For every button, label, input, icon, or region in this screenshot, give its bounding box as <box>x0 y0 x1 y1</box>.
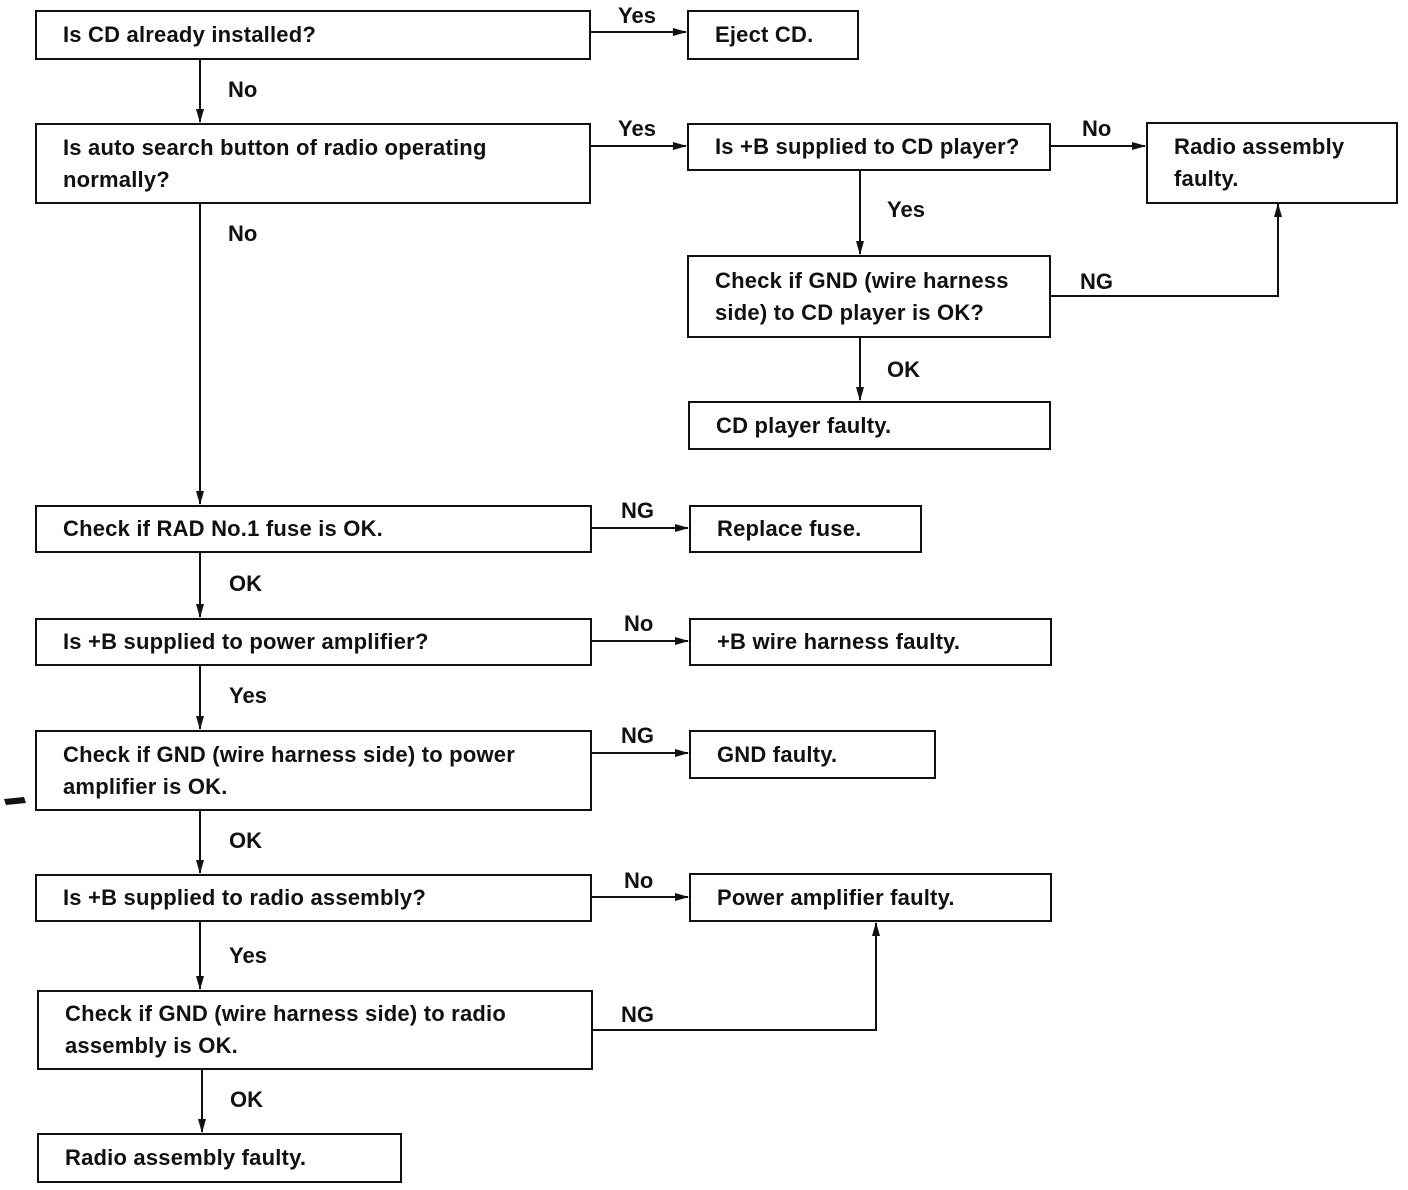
box-auto-search: Is auto search button of radio operating… <box>35 123 591 204</box>
label-b-cd-player-yes: Yes <box>887 197 925 222</box>
label-b-power-amp-no: No <box>624 611 654 636</box>
label-cd-installed-yes: Yes <box>618 3 656 28</box>
box-eject-cd: Eject CD. <box>687 10 859 60</box>
box-radio-faulty-top: Radio assembly faulty. <box>1146 122 1398 204</box>
box-b-harness-faulty: +B wire harness faulty. <box>689 618 1052 666</box>
label-fuse-ok: OK <box>229 571 262 596</box>
edge-gnd-cd-player-ng <box>1050 203 1282 297</box>
box-power-amp-faulty: Power amplifier faulty. <box>689 873 1052 922</box>
label-cd-installed-no: No <box>228 77 258 102</box>
edge-gnd-radio-ng <box>591 922 880 1031</box>
label-gnd-cd-player-ok: OK <box>887 357 920 382</box>
box-gnd-cd-player: Check if GND (wire harness side) to CD p… <box>687 255 1051 338</box>
box-fuse: Check if RAD No.1 fuse is OK. <box>35 505 592 553</box>
box-replace-fuse: Replace fuse. <box>689 505 922 553</box>
label-gnd-radio-ng: NG <box>621 1002 654 1027</box>
box-gnd-power-amp: Check if GND (wire harness side) to powe… <box>35 730 592 811</box>
box-cd-player-faulty: CD player faulty. <box>688 401 1051 450</box>
scan-mark <box>4 797 26 805</box>
label-gnd-radio-ok: OK <box>230 1087 263 1112</box>
box-b-cd-player: Is +B supplied to CD player? <box>687 123 1051 171</box>
label-b-cd-player-no: No <box>1082 116 1112 141</box>
box-b-power-amp: Is +B supplied to power amplifier? <box>35 618 592 666</box>
label-b-power-amp-yes: Yes <box>229 683 267 708</box>
box-gnd-faulty: GND faulty. <box>689 730 936 779</box>
box-gnd-radio: Check if GND (wire harness side) to radi… <box>37 990 593 1070</box>
label-b-radio-yes: Yes <box>229 943 267 968</box>
label-fuse-ng: NG <box>621 498 654 523</box>
box-b-radio: Is +B supplied to radio assembly? <box>35 874 592 922</box>
label-gnd-power-amp-ok: OK <box>229 828 262 853</box>
box-radio-faulty-bottom: Radio assembly faulty. <box>37 1133 402 1183</box>
label-b-radio-no: No <box>624 868 654 893</box>
label-gnd-cd-player-ng: NG <box>1080 269 1113 294</box>
label-gnd-power-amp-ng: NG <box>621 723 654 748</box>
box-cd-installed: Is CD already installed? <box>35 10 591 60</box>
label-auto-search-yes: Yes <box>618 116 656 141</box>
label-auto-search-no: No <box>228 221 258 246</box>
